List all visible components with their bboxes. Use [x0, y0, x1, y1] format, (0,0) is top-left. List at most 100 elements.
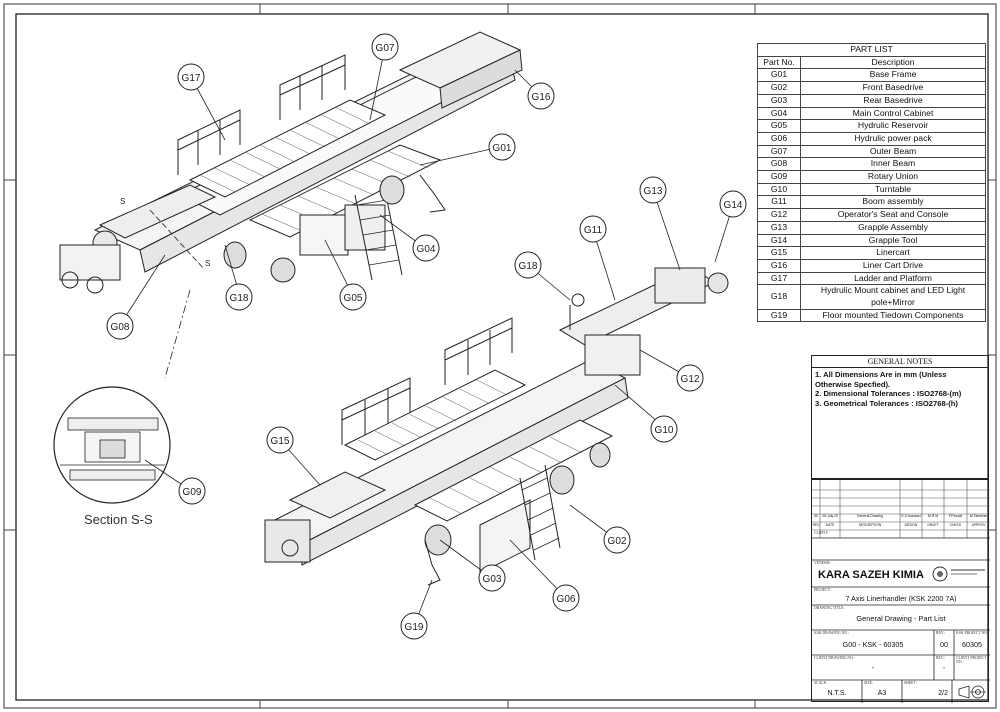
callout-g01: G01	[488, 133, 516, 161]
callout-g18-top: G18	[225, 283, 253, 311]
callout-g05: G05	[339, 283, 367, 311]
svg-text:G08: G08	[111, 322, 130, 333]
callout-g09: G09	[178, 477, 206, 505]
part-number: G03	[757, 93, 801, 108]
client-drawing-no-label: CLIENT DRAWING NO.:	[814, 656, 855, 660]
callout-g12: G12	[676, 364, 704, 392]
rev-description: General Drawing	[856, 514, 884, 518]
rev-approv: M.Taherian	[969, 514, 988, 518]
part-list-header-description: Description	[800, 55, 986, 70]
callout-g18-bottom: G18	[514, 251, 542, 279]
rev-number: 00	[940, 640, 948, 649]
callout-g04: G04	[412, 234, 440, 262]
part-number: G07	[757, 144, 801, 159]
part-description: Turntable	[800, 182, 986, 197]
callout-g15: G15	[266, 426, 294, 454]
svg-text:G15: G15	[271, 436, 290, 447]
svg-text:G10: G10	[655, 425, 674, 436]
part-description: Base Frame	[800, 68, 986, 83]
sheet-label: SHEET:	[904, 681, 917, 685]
svg-text:G18: G18	[230, 293, 249, 304]
callout-g19: G19	[400, 612, 428, 640]
part-description: Grapple Assembly	[800, 220, 986, 235]
vendor-cell: VENDOR: KARA SAZEH KIMIA	[812, 560, 990, 587]
svg-text:G04: G04	[417, 244, 436, 255]
part-number: G14	[757, 233, 801, 248]
rev-draft: M.R.M	[927, 514, 939, 518]
callout-g06: G06	[552, 584, 580, 612]
general-notes: GENERAL NOTES 1. All Dimensions Are in m…	[811, 355, 989, 479]
general-notes-title: GENERAL NOTES	[812, 356, 988, 368]
part-description: Floor mounted Tiedown Components	[800, 308, 986, 323]
rev-header: DESCRIPTION	[858, 523, 882, 527]
rev-check: F.Rezaei	[948, 514, 963, 518]
part-description: Hydrulic power pack	[800, 131, 986, 146]
part-description: Front Basedrive	[800, 81, 986, 95]
callout-g11: G11	[579, 215, 607, 243]
part-description: Rear Basedrive	[800, 93, 986, 108]
svg-text:G05: G05	[344, 293, 363, 304]
scale-value: N.T.S.	[827, 690, 847, 697]
part-description: Main Control Cabinet	[800, 106, 986, 121]
company-name: KARA SAZEH KIMIA	[818, 569, 924, 581]
callout-g10: G10	[650, 415, 678, 443]
sheet-value: 2/2	[938, 690, 948, 697]
svg-text:G16: G16	[532, 92, 551, 103]
part-list-title: PART LIST	[757, 43, 986, 57]
title-block-grid	[812, 480, 990, 703]
callout-g07: G07	[371, 33, 399, 61]
rev-header: DATE	[825, 523, 835, 527]
part-number: G18	[757, 284, 801, 310]
rev-date: 25.July.19	[822, 514, 838, 518]
svg-text:G06: G06	[557, 594, 576, 605]
project-name: 7 Axis Linerhandler (KSK 2200 7A)	[845, 594, 957, 603]
svg-text:G09: G09	[183, 487, 202, 498]
svg-text:G14: G14	[724, 200, 743, 211]
part-description: Ladder and Platform	[800, 271, 986, 286]
rev-label: REV.:	[936, 631, 946, 635]
svg-text:G07: G07	[376, 43, 395, 54]
section-mark-top: S	[120, 197, 125, 206]
rev-header: APPROV	[971, 523, 986, 527]
rev-header: DRAFT	[927, 523, 939, 527]
svg-text:G03: G03	[483, 574, 502, 585]
drawing-title-label: DRAWING TITLE:	[814, 606, 845, 610]
callout-g14: G14	[719, 190, 747, 218]
drawing-title: General Drawing - Part List	[856, 614, 946, 623]
part-list-header-partno: Part No.	[757, 55, 801, 70]
project-no-label: KSK PROJECT NO.:	[956, 631, 989, 635]
title-block: 00 25.July.19 General Drawing S.Z.mousav…	[811, 479, 990, 703]
callout-g03: G03	[478, 564, 506, 592]
svg-text:G13: G13	[644, 186, 663, 197]
rev-value: 00	[814, 514, 818, 518]
project-number: 60305	[962, 640, 982, 649]
part-description: Inner Beam	[800, 157, 986, 172]
project-label: PROJECT:	[814, 588, 831, 592]
callout-g17: G17	[177, 63, 205, 91]
part-description: Boom assembly	[800, 195, 986, 210]
bottom-machine-view	[263, 267, 729, 586]
client-project-no-label: CLIENT PROJECT NO.:	[956, 656, 987, 664]
scale-label: SCALE:	[814, 681, 828, 685]
note-line: 1. All Dimensions Are in mm (Unless Othe…	[815, 370, 947, 389]
project-cell: PROJECT: 7 Axis Linerhandler (KSK 2200 7…	[812, 587, 990, 605]
part-number: G10	[757, 182, 801, 197]
svg-text:G11: G11	[584, 225, 603, 236]
part-number: G09	[757, 170, 801, 184]
client-rev-label: REV.:	[936, 656, 946, 660]
part-description: Liner Cart Drive	[800, 258, 986, 273]
part-description: Operator's Seat and Console	[800, 208, 986, 222]
size-label: SIZE:	[864, 681, 874, 685]
part-description: Hydrulic Mount cabinet and LED Light pol…	[800, 284, 986, 310]
